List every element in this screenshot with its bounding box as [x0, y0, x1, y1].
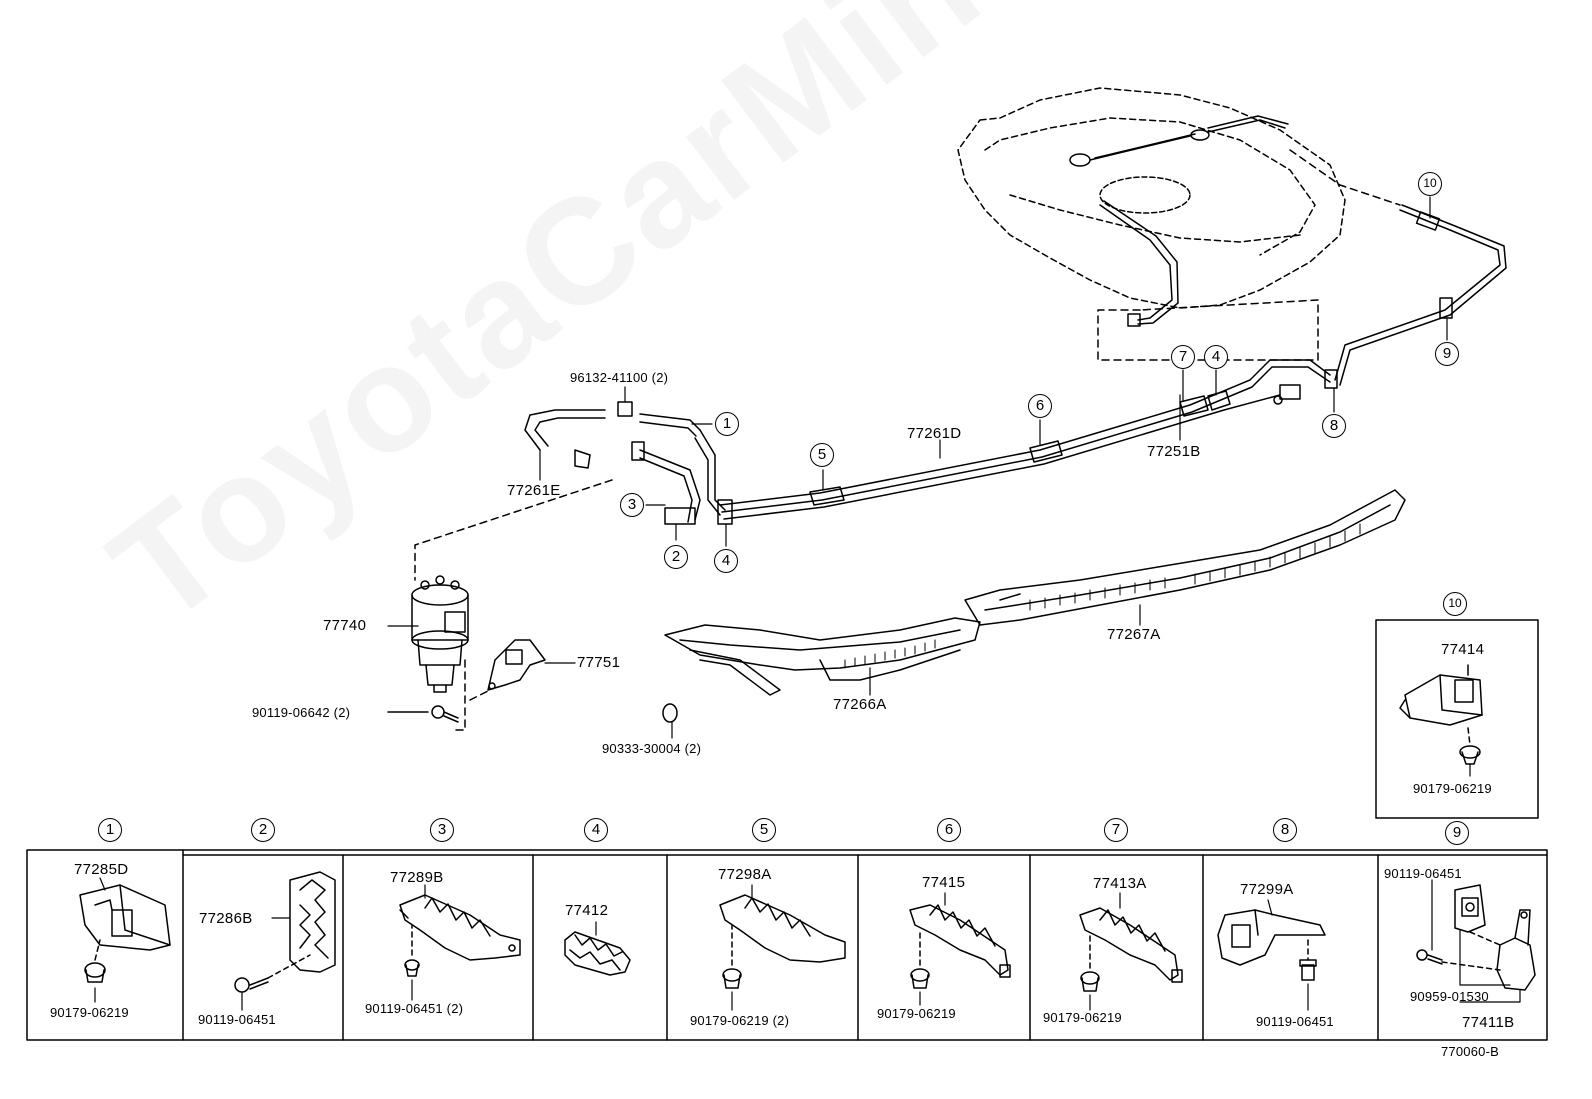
panel-6-number: 6 — [937, 818, 961, 842]
callout-6: 6 — [1028, 394, 1052, 418]
panel-7-number: 7 — [1104, 818, 1128, 842]
label-96132-41100: 96132-41100 (2) — [570, 370, 669, 385]
callout-2: 2 — [664, 545, 688, 569]
fuel-tank-drawing — [957, 87, 1346, 327]
inset-10-part-label: 77414 — [1441, 641, 1485, 658]
panel-9-number: 9 — [1445, 821, 1469, 845]
label-77266a: 77266A — [833, 696, 887, 713]
panel-8-fastener-label: 90119-06451 — [1256, 1014, 1334, 1029]
o-ring-drawing — [662, 703, 678, 723]
label-77261e: 77261E — [507, 482, 561, 499]
fuel-tubes-drawing — [719, 204, 1507, 520]
inset-10-number: 10 — [1443, 592, 1467, 616]
panel-3-part-drawing — [399, 884, 521, 1001]
leader-lines — [387, 196, 1448, 739]
inset-10-frame — [1375, 619, 1539, 819]
label-77751: 77751 — [577, 654, 621, 671]
panel-6-fastener-label: 90179-06219 — [877, 1006, 956, 1021]
inset-10-fastener-label: 90179-06219 — [1413, 781, 1492, 796]
label-77251b: 77251B — [1147, 443, 1201, 460]
bolt-90119-06642-drawing — [387, 705, 459, 723]
label-90119-06642: 90119-06642 (2) — [252, 705, 351, 720]
front-hoses-drawing — [524, 401, 733, 525]
panel-9-fastener-label: 90119-06451 — [1384, 866, 1462, 881]
panel-9-part-drawing — [1416, 879, 1536, 1003]
panel-6-part-drawing — [909, 892, 1011, 1006]
label-77267a: 77267A — [1107, 626, 1161, 643]
panel-4-number: 4 — [584, 818, 608, 842]
panel-3-fastener-label: 90119-06451 (2) — [365, 1001, 464, 1016]
callout-10: 10 — [1418, 172, 1442, 196]
protector-77266a-drawing — [664, 617, 981, 696]
panel-6-part-label: 77415 — [922, 874, 966, 891]
detail-panels-frame — [26, 849, 1548, 1041]
panel-5-part-label: 77298A — [718, 866, 772, 883]
panel-1-fastener-label: 90179-06219 — [50, 1005, 129, 1020]
panel-5-part-drawing — [719, 884, 846, 1011]
panel-1-part-drawing — [79, 877, 171, 1003]
panel-1-number: 1 — [98, 818, 122, 842]
panel-5-number: 5 — [752, 818, 776, 842]
panel-7-fastener-label: 90179-06219 — [1043, 1010, 1122, 1025]
inset-10-part-drawing — [1399, 664, 1483, 777]
label-90333-30004: 90333-30004 (2) — [602, 741, 702, 756]
canister-drawing — [411, 575, 469, 693]
callout-7: 7 — [1171, 345, 1195, 369]
label-77740: 77740 — [323, 617, 367, 634]
protector-77267a-drawing — [964, 489, 1406, 626]
panel-8-number: 8 — [1273, 818, 1297, 842]
panel-3-part-label: 77289B — [390, 869, 444, 886]
panel-2-fastener-label: 90119-06451 — [198, 1012, 276, 1027]
callout-8: 8 — [1322, 414, 1346, 438]
callout-1: 1 — [715, 412, 739, 436]
bracket-77751-drawing — [487, 639, 546, 691]
callout-5: 5 — [810, 443, 834, 467]
panel-7-part-drawing — [1079, 892, 1183, 1011]
panel-9-part-label: 77411B — [1462, 1014, 1515, 1031]
callout-4-front: 4 — [714, 549, 738, 573]
callout-3: 3 — [620, 493, 644, 517]
panel-2-part-drawing — [234, 871, 336, 1011]
panel-7-part-label: 77413A — [1093, 875, 1147, 892]
callout-9: 9 — [1435, 342, 1459, 366]
panel-9-fastener2-label: 90959-01530 — [1410, 989, 1489, 1004]
panel-2-part-label: 77286B — [199, 910, 253, 927]
panel-5-fastener-label: 90179-06219 (2) — [690, 1013, 790, 1028]
panel-8-part-label: 77299A — [1240, 881, 1294, 898]
panel-4-part-label: 77412 — [565, 902, 609, 919]
panel-1-part-label: 77285D — [74, 861, 129, 878]
panel-4-part-drawing — [564, 921, 631, 976]
panel-2-number: 2 — [251, 818, 275, 842]
panel-3-number: 3 — [430, 818, 454, 842]
callout-4-rear: 4 — [1204, 345, 1228, 369]
figure-code: 770060-B — [1441, 1044, 1499, 1059]
label-77261d: 77261D — [907, 425, 962, 442]
panel-8-part-drawing — [1217, 899, 1326, 1011]
